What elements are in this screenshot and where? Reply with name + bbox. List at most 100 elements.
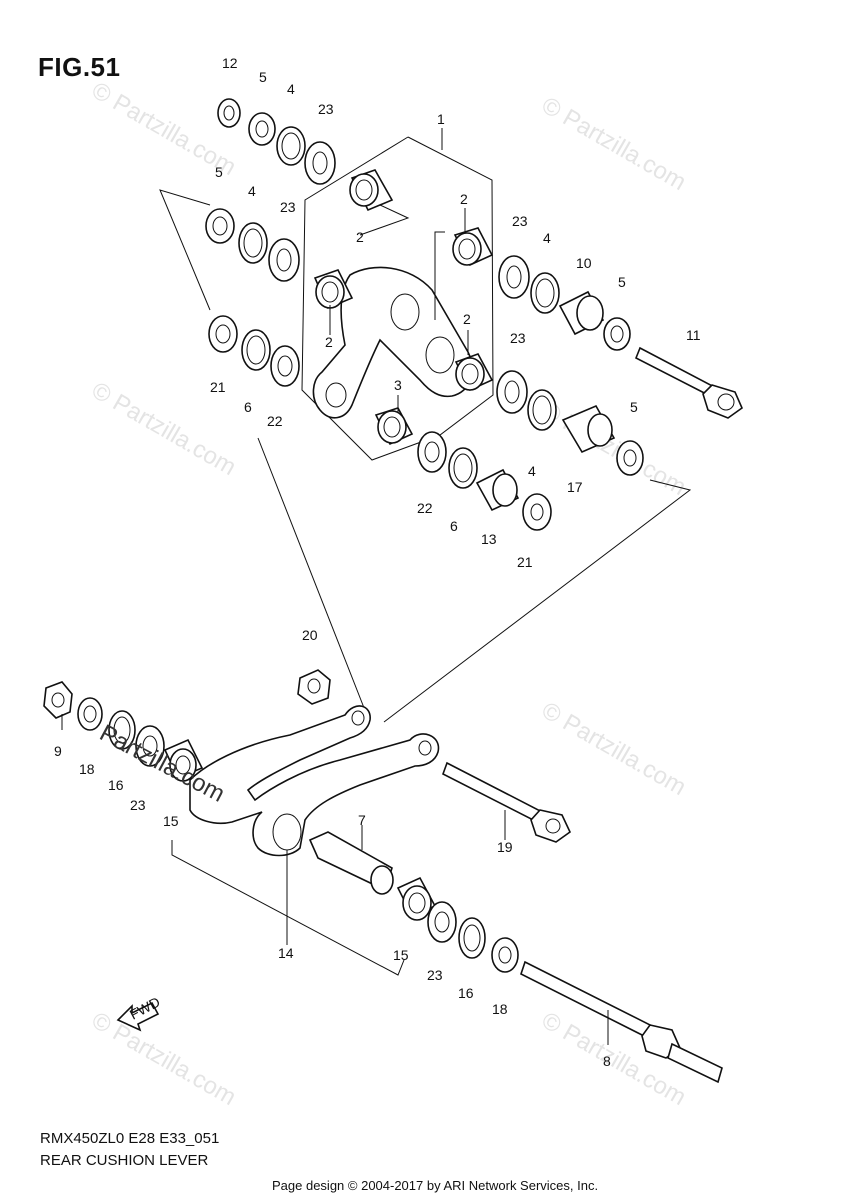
- page-footer: Page design © 2004-2017 by ARI Network S…: [272, 1178, 599, 1193]
- part-2-bearing-a: [349, 169, 394, 212]
- part-23-washer-left: [268, 238, 300, 282]
- part-18-collar-right: [491, 937, 519, 973]
- callout-label: 22: [267, 413, 283, 429]
- part-4-seal-top: [276, 126, 306, 166]
- leader-2-a: [359, 204, 410, 236]
- guide-left-long: [257, 437, 369, 719]
- figure-caption: REAR CUSHION LEVER: [40, 1152, 209, 1169]
- part-1-bracket: [301, 136, 494, 461]
- callout-label: 9: [54, 743, 62, 759]
- callout-label: 1: [437, 111, 445, 127]
- part-12-nut: [217, 98, 241, 128]
- callout-label: 16: [458, 985, 474, 1001]
- part-11-bolt: [634, 346, 743, 419]
- callout-label: 8: [603, 1053, 611, 1069]
- lower-left-stack: [43, 681, 204, 782]
- part-1-cushion-rod-link: [312, 266, 474, 419]
- callout-label: 4: [543, 230, 551, 246]
- right-middle-stack: [496, 370, 644, 476]
- callout-label: 23: [318, 101, 334, 117]
- callout-label: 20: [302, 627, 318, 643]
- part-13-spacer: [475, 468, 520, 512]
- part-22-washer-mid: [417, 431, 447, 473]
- guide-left-upper: [159, 189, 211, 311]
- guide-right-long: [383, 479, 692, 723]
- callout-label: 3: [394, 377, 402, 393]
- callout-label: 7: [358, 812, 366, 828]
- callout-label: 16: [108, 777, 124, 793]
- lower-right-stack: [396, 876, 519, 973]
- callout-label: 5: [630, 399, 638, 415]
- part-5-collar-right: [603, 317, 631, 351]
- top-washer-stack: [217, 98, 336, 185]
- part-23-washer-right: [498, 255, 530, 299]
- callout-label: 4: [287, 81, 295, 97]
- callout-label: 6: [450, 518, 458, 534]
- callout-label: 2: [460, 191, 468, 207]
- part-21-collar-mid: [522, 493, 552, 531]
- watermark-4: © Partzilla.com: [537, 397, 691, 501]
- watermark-1: © Partzilla.com: [537, 92, 691, 196]
- callout-label: 4: [528, 463, 536, 479]
- part-10-spacer: [558, 290, 605, 336]
- part-4-seal-right: [530, 272, 560, 314]
- forward-arrow: FWD: [116, 994, 163, 1032]
- right-upper-stack: [498, 255, 631, 351]
- part-16-seal-right: [458, 917, 486, 959]
- callout-label: 5: [618, 274, 626, 290]
- center-lower-stack: [417, 431, 552, 531]
- callout-label: 17: [567, 479, 583, 495]
- callout-label: 13: [481, 531, 497, 547]
- callout-labels: 12 5 4 23 1 5 4 23 2 2 23 4 10 5 11 2 2 …: [54, 55, 701, 1069]
- left-washer-stack: [205, 208, 300, 282]
- part-4-seal-mid: [527, 389, 557, 431]
- part-16-seal-left: [108, 710, 136, 750]
- part-5-collar-top: [248, 112, 276, 146]
- callout-label: 18: [492, 1001, 508, 1017]
- part-15-bearing-left: [163, 738, 204, 782]
- callout-label: 2: [325, 334, 333, 350]
- callout-label: 21: [210, 379, 226, 395]
- callout-label: 23: [130, 797, 146, 813]
- leader-link-pin: [434, 231, 445, 320]
- part-3-bearing: [374, 407, 414, 446]
- part-2-bearing-d: [454, 353, 494, 392]
- part-8-long-bolt: [520, 960, 723, 1084]
- watermark-overlay: Partzilla.com: [95, 719, 229, 807]
- lower-left-washer-stack: [208, 315, 300, 387]
- callout-label: 10: [576, 255, 592, 271]
- part-23-washer-top: [304, 141, 336, 185]
- callout-label: 22: [417, 500, 433, 516]
- part-14-cushion-lever: [189, 705, 440, 857]
- callout-label: 12: [222, 55, 238, 71]
- callout-label: 18: [79, 761, 95, 777]
- part-9-nut: [43, 681, 73, 719]
- part-2-bearing-c: [313, 269, 354, 310]
- callout-label: 14: [278, 945, 294, 961]
- part-18-collar-left: [77, 697, 103, 731]
- callout-label: 15: [163, 813, 179, 829]
- callout-label: 21: [517, 554, 533, 570]
- watermark-5: © Partzilla.com: [537, 697, 691, 801]
- part-4-seal-left: [238, 222, 268, 264]
- callout-label: 23: [427, 967, 443, 983]
- watermark-6: © Partzilla.com: [87, 1007, 241, 1111]
- callout-label: 2: [463, 311, 471, 327]
- figure-title: FIG.51: [38, 52, 121, 82]
- part-23-washer-lower-right: [427, 901, 457, 943]
- part-19-bolt: [442, 761, 572, 843]
- part-17-spacer: [561, 404, 616, 454]
- callout-label: 4: [248, 183, 256, 199]
- part-20-nut: [297, 669, 331, 705]
- part-6-seal: [241, 329, 271, 371]
- callout-label: 23: [280, 199, 296, 215]
- callout-label: 11: [686, 327, 701, 343]
- part-21-collar: [208, 315, 238, 353]
- callout-label: 23: [510, 330, 526, 346]
- callout-label: 5: [259, 69, 267, 85]
- callout-label: 2: [356, 229, 364, 245]
- part-7-spacer: [308, 831, 394, 895]
- callout-label: 5: [215, 164, 223, 180]
- callout-label: 6: [244, 399, 252, 415]
